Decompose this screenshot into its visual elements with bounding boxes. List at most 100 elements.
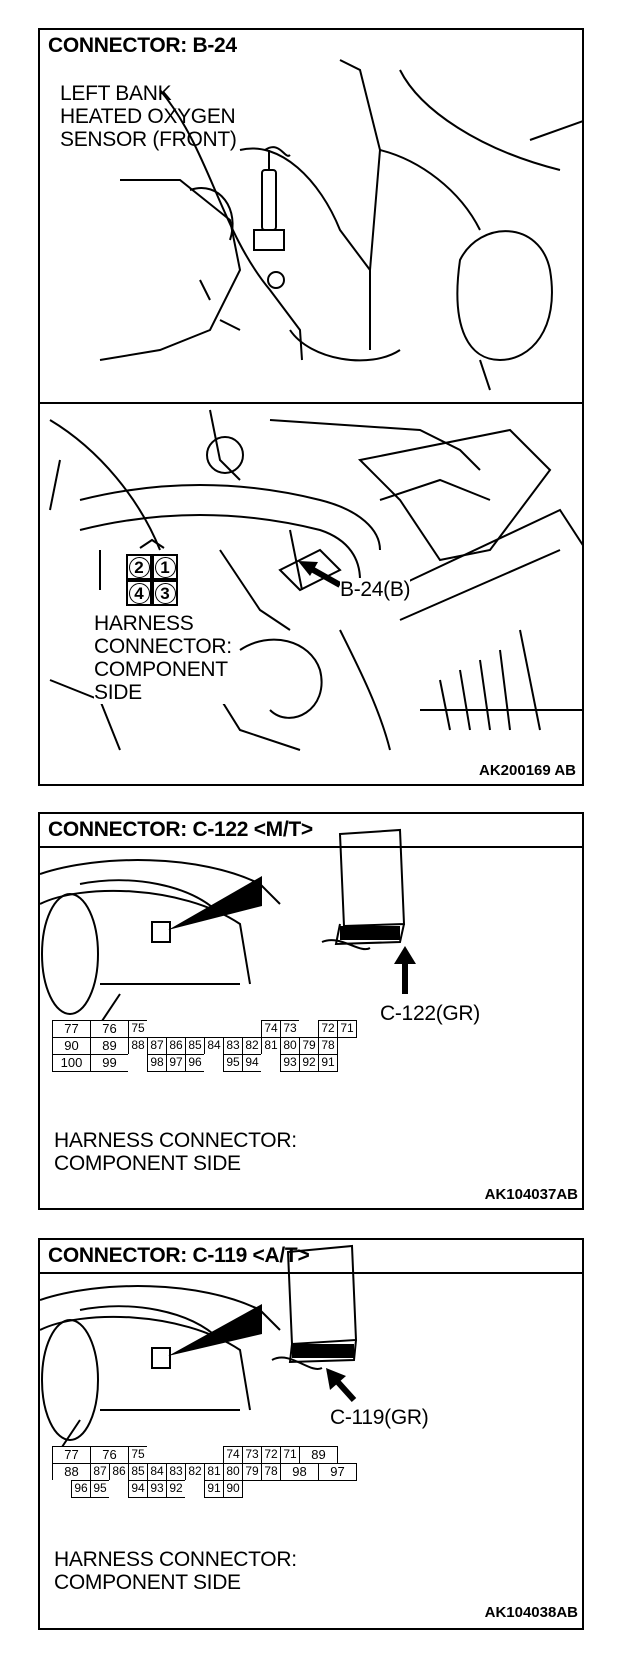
terminal-77: 77 [52,1446,91,1464]
terminal-97: 97 [318,1463,357,1481]
terminal-78: 78 [261,1463,281,1481]
terminal-80: 80 [280,1037,300,1055]
terminal-71: 71 [337,1020,357,1038]
pin-2: 2 [126,554,152,580]
figure-code: AK104037AB [484,1186,578,1203]
terminal-gap [166,1446,186,1464]
harness-connector-label: HARNESS CONNECTOR: COMPONENT SIDE [54,1548,297,1594]
terminal-75: 75 [128,1020,148,1038]
connector-callout: B-24(B) [340,578,411,601]
terminal-91: 91 [318,1054,338,1072]
terminal-89: 89 [299,1446,338,1464]
terminal-93: 93 [147,1480,167,1498]
title-divider [40,846,582,848]
panel-title: CONNECTOR: C-119 <A/T> [48,1244,310,1267]
terminal-98: 98 [280,1463,319,1481]
pin-3: 3 [152,580,178,606]
terminal-73: 73 [242,1446,262,1464]
terminal-75: 75 [128,1446,148,1464]
terminal-82: 82 [185,1463,205,1481]
terminal-gap [204,1054,224,1072]
terminal-74: 74 [261,1020,281,1038]
pin-1: 1 [152,554,178,580]
terminal-90: 90 [223,1480,243,1498]
sensor-label: LEFT BANK HEATED OXYGEN SENSOR (FRONT) [60,82,237,151]
terminal-gap [109,1480,129,1498]
terminal-78: 78 [318,1037,338,1055]
terminal-76: 76 [90,1446,129,1464]
terminal-74: 74 [223,1446,243,1464]
terminal-83: 83 [166,1463,186,1481]
terminal-95: 95 [90,1480,110,1498]
terminal-79: 79 [242,1463,262,1481]
terminal-gap [204,1446,224,1464]
terminal-gap [147,1446,167,1464]
terminal-95: 95 [223,1054,243,1072]
terminal-76: 76 [90,1020,129,1038]
terminal-86: 86 [166,1037,186,1055]
dashboard-illustration [40,1244,358,1451]
terminal-94: 94 [242,1054,262,1072]
terminal-94: 94 [128,1480,148,1498]
terminal-82: 82 [242,1037,262,1055]
terminal-gap [185,1480,205,1498]
panel-title: CONNECTOR: B-24 [48,34,237,57]
terminal-97: 97 [166,1054,186,1072]
terminal-79: 79 [299,1037,319,1055]
terminal-92: 92 [166,1480,186,1498]
terminal-89: 89 [90,1037,129,1055]
dashboard-illustration [40,828,416,1025]
terminal-gap [185,1446,205,1464]
terminal-gap [299,1020,319,1038]
pin-4: 4 [126,580,152,606]
terminal-gap [185,1020,205,1038]
pin-layout: 2 1 4 3 [126,554,178,606]
terminal-gap [223,1020,243,1038]
terminal-87: 87 [90,1463,110,1481]
connector-b24-panel: CONNECTOR: B-24 LEFT BANK HEATED OXYGEN … [38,28,584,786]
terminal-98: 98 [147,1054,167,1072]
figure-code: AK104038AB [484,1604,578,1621]
terminal-81: 81 [261,1037,281,1055]
terminal-72: 72 [261,1446,281,1464]
terminal-72: 72 [318,1020,338,1038]
terminal-gap [204,1020,224,1038]
harness-connector-label: HARNESS CONNECTOR: COMPONENT SIDE [54,1129,297,1175]
terminal-73: 73 [280,1020,300,1038]
terminal-85: 85 [128,1463,148,1481]
terminal-90: 90 [52,1037,91,1055]
terminal-84: 84 [204,1037,224,1055]
terminal-100: 100 [52,1054,91,1072]
figure-code: AK200169 AB [479,762,576,779]
engine-illustration [40,59,582,751]
terminal-80: 80 [223,1463,243,1481]
panel-title: CONNECTOR: C-122 <M/T> [48,818,313,841]
terminal-99: 99 [90,1054,129,1072]
terminal-85: 85 [185,1037,205,1055]
terminal-83: 83 [223,1037,243,1055]
terminal-81: 81 [204,1463,224,1481]
terminal-86: 86 [109,1463,129,1481]
terminal-gap [166,1020,186,1038]
terminal-gap [242,1020,262,1038]
harness-connector-label: HARNESS CONNECTOR: COMPONENT SIDE [94,612,232,704]
terminal-71: 71 [280,1446,300,1464]
terminal-gap [261,1054,281,1072]
terminal-gap [52,1480,72,1498]
terminal-93: 93 [280,1054,300,1072]
terminal-96: 96 [185,1054,205,1072]
terminal-88: 88 [128,1037,148,1055]
terminal-91: 91 [204,1480,224,1498]
terminal-gap [147,1020,167,1038]
title-divider [40,1272,582,1274]
connector-callout: C-119(GR) [330,1406,429,1429]
terminal-84: 84 [147,1463,167,1481]
terminal-77: 77 [52,1020,91,1038]
connector-callout: C-122(GR) [380,1002,480,1025]
terminal-92: 92 [299,1054,319,1072]
terminal-96: 96 [71,1480,91,1498]
